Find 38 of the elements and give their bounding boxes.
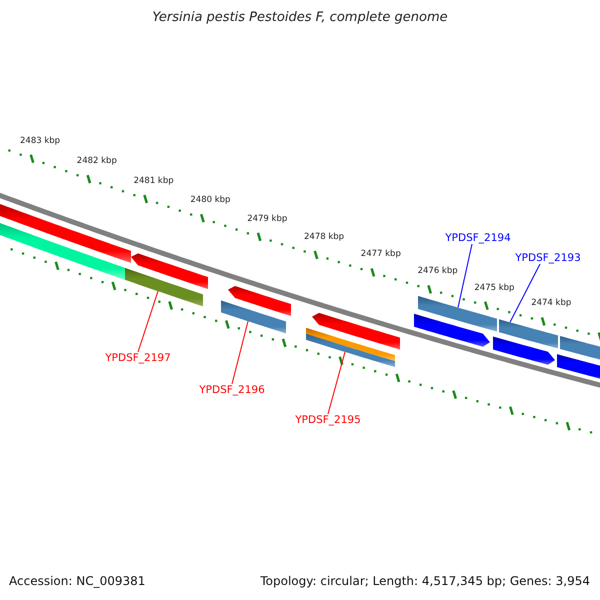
leader-line [458,244,472,308]
tick-label: 2475 kbp [474,282,514,293]
gene-feature-bar [499,319,558,348]
gene-feature-bar [0,202,131,263]
tick-label: 2480 kbp [190,195,230,206]
gene-feature-bar [131,253,208,290]
tick-label: 2481 kbp [134,176,174,186]
gene-label: YPDSF_2193 [515,252,581,264]
gene-feature-bar [221,300,286,334]
gene-feature-bar [228,286,291,316]
gene-feature-bar [557,354,600,382]
gene-label: YPDSF_2194 [445,232,511,244]
tick-label: 2478 kbp [304,232,344,242]
gene-feature-bar [306,334,395,368]
gene-feature-bar [0,221,125,280]
title: Yersinia pestis Pestoides F, complete genome [152,10,448,25]
gene-label: YPDSF_2196 [199,384,265,396]
gene-feature-bar [414,314,490,347]
tick-label: 2482 kbp [76,156,117,166]
genome-stats-text: Topology: circular; Length: 4,517,345 bp; Genes: 3,954 [260,574,590,588]
gene-label: YPDSF_2197 [105,352,171,364]
leader-line [232,320,248,384]
tick-label: 2476 kbp [418,266,458,276]
tick-label: 2483 kbp [20,136,60,146]
gene-feature-bar [560,336,600,362]
gene-feature-bar [418,296,497,332]
leader-line [328,351,346,414]
leader-line [138,290,158,352]
gene-feature-bar [493,336,555,365]
tick-label: 2477 kbp [360,249,401,260]
accession-text: Accession: NC_009381 [9,574,146,588]
gene-label: YPDSF_2195 [295,414,361,426]
tick-label: 2479 kbp [247,214,288,224]
gene-feature-bar [125,268,203,306]
gene-feature-bar [312,312,400,350]
leader-line [510,264,540,323]
tick-label: 2474 kbp [531,298,572,308]
gene-feature-bar [306,328,395,362]
